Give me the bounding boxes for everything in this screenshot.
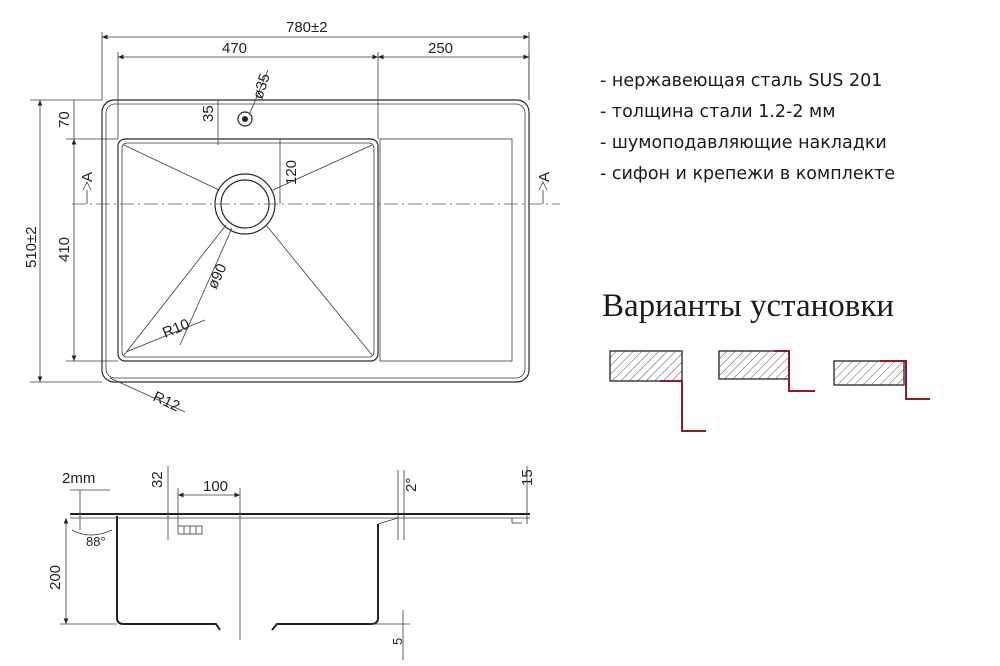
feature-item-noise-pads: - шумоподавляющие накладки (600, 133, 887, 153)
dim-wing-width: 250 (428, 40, 453, 57)
install-variants-title: Варианты установки (602, 288, 895, 324)
dim-thickness: 2mm (62, 470, 95, 487)
dim-depth: 200 (47, 565, 64, 590)
feature-item-thickness: - толщина стали 1.2-2 мм (600, 102, 836, 122)
dim-drain-offset: 120 (283, 160, 300, 185)
dim-tap-diameter: ø35 (250, 71, 274, 101)
dim-tap-offset: 35 (200, 105, 217, 122)
dim-overall-width: 780±2 (286, 19, 328, 36)
section-view: 2mm 88° 200 32 100 2° 15 5 (47, 466, 536, 660)
dim-edge-height: 15 (519, 469, 536, 486)
feature-item-siphon: - сифон и крепежи в комплекте (600, 164, 896, 184)
dim-angle: 88° (86, 534, 106, 549)
install-variant-undermount (833, 360, 930, 400)
section-marker-right: A (536, 172, 553, 182)
dim-front-offset: 70 (56, 111, 73, 128)
dim-slope: 2° (403, 478, 420, 492)
install-variants (609, 350, 930, 432)
dim-bottom-step: 5 (390, 638, 405, 645)
dim-overall-depth: 510±2 (23, 226, 40, 268)
feature-item-material: - нержавеющая сталь SUS 201 (600, 71, 883, 91)
dim-overflow-height: 32 (149, 471, 166, 488)
dim-inner-radius: R10 (160, 316, 192, 342)
top-view: A A 780±2 470 250 ø35 35 510±2 410 70 (23, 19, 560, 415)
install-variant-flush (718, 350, 815, 392)
drain-wing (379, 138, 513, 362)
dim-overflow-offset: 100 (203, 478, 228, 495)
bowl-outline (117, 138, 379, 362)
dim-drain-diameter: ø90 (204, 261, 230, 292)
dim-outer-radius: R12 (150, 388, 182, 415)
feature-list: - нержавеющая сталь SUS 201 - толщина ст… (600, 66, 895, 190)
dim-bowl-width: 470 (222, 40, 247, 57)
install-variant-overmount (609, 350, 706, 432)
tap-hole (237, 111, 253, 127)
dim-bowl-depth: 410 (56, 237, 73, 262)
section-marker-left: A (79, 172, 96, 182)
sink-outline (101, 99, 530, 383)
